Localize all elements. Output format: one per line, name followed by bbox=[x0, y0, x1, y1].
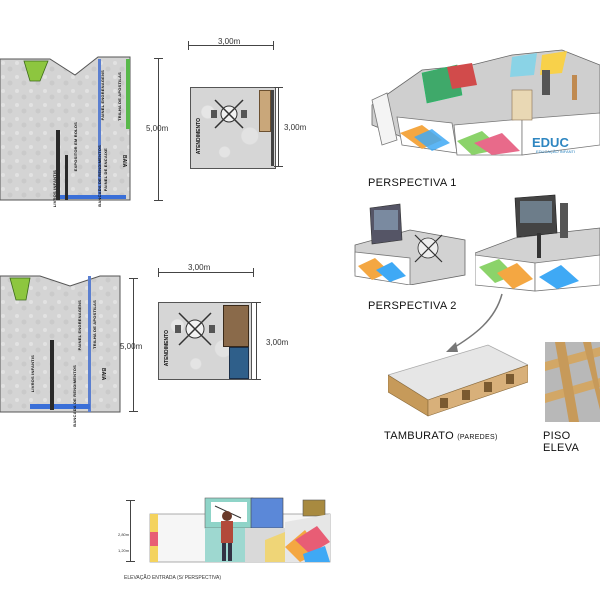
dimension-tick bbox=[129, 411, 138, 412]
label-painel-engrenagens: PAINEL ENGRENAGENS bbox=[100, 70, 105, 121]
brand-logo-text: EDUC bbox=[532, 135, 569, 150]
plan4-height-dimension: 3,00m bbox=[266, 338, 289, 347]
elevation-render bbox=[149, 497, 331, 563]
label-livros-infantis: LIVROS INFANTIS bbox=[30, 355, 35, 393]
perspective-2-caption: PERSPECTIVA 2 bbox=[368, 300, 457, 312]
plan2-label-atendimento: ATENDIMENTO bbox=[196, 118, 202, 155]
dimension-tick bbox=[158, 268, 159, 277]
tamburato-photo bbox=[388, 344, 528, 417]
dimension-line bbox=[130, 500, 131, 562]
dimension-tick bbox=[126, 500, 135, 501]
shelf-bar bbox=[56, 130, 60, 200]
dimension-tick bbox=[274, 166, 283, 167]
wall-edge bbox=[271, 90, 274, 166]
plan4-label-atendimento: ATENDIMENTO bbox=[164, 330, 170, 367]
dimension-tick bbox=[154, 58, 163, 59]
dimension-tick bbox=[253, 268, 254, 277]
plan4-room bbox=[158, 302, 252, 380]
dimension-line bbox=[158, 272, 254, 273]
dimension-tick bbox=[274, 87, 283, 88]
dimension-tick bbox=[126, 561, 135, 562]
plan2-width-dimension: 3,00m bbox=[218, 37, 241, 46]
plan4-width-dimension: 3,00m bbox=[188, 263, 211, 272]
kitchen-block bbox=[223, 305, 249, 347]
dimension-line bbox=[256, 302, 257, 380]
plan3-height-dimension: 5,00m bbox=[120, 342, 143, 351]
dimension-tick bbox=[129, 278, 138, 279]
label-painel-engrenagens: PAINEL ENGRENAGENS bbox=[77, 300, 82, 351]
plan1-height-dimension: 5,00m bbox=[146, 124, 169, 133]
elevation-caption: ELEVAÇÃO ENTRADA (S/ PERSPECTIVA) bbox=[124, 575, 222, 581]
piso-elevado-label: PISO ELEVA bbox=[543, 430, 580, 454]
label-baia: BAIA bbox=[100, 368, 106, 381]
dimension-tick bbox=[188, 41, 189, 50]
label-painel-encaixe: PAINEL DE ENCAIXE bbox=[103, 148, 108, 192]
perspective-1-caption: PERSPECTIVA 1 bbox=[368, 177, 457, 189]
label-trilha-apostilas: TRILHA DE APOSTILAS bbox=[92, 300, 97, 349]
dimension-line bbox=[158, 58, 159, 200]
elevation-dim-mid: 1,20m bbox=[118, 548, 130, 553]
dimension-line bbox=[133, 278, 134, 412]
dimension-tick bbox=[273, 41, 274, 50]
label-expositor-rolos: EXPOSITOR EM ROLOS bbox=[73, 122, 78, 172]
counter bbox=[259, 90, 271, 132]
piso-elevado-photo bbox=[545, 342, 600, 422]
floor-plan-3-outline bbox=[0, 275, 121, 413]
shelf-bar bbox=[50, 340, 54, 410]
cabinet bbox=[229, 347, 249, 379]
elevation-dim-top: 2,80m bbox=[118, 532, 130, 537]
perspective-2-render-left bbox=[354, 203, 466, 285]
plan2-room bbox=[190, 87, 276, 169]
perspective-2-render-right bbox=[475, 194, 600, 292]
dimension-line bbox=[188, 45, 274, 46]
shelf-bar bbox=[65, 155, 68, 200]
label-baia: BAIA bbox=[121, 155, 127, 168]
dimension-line bbox=[278, 87, 279, 167]
tamburato-label: TAMBURATO (PAREDES) bbox=[384, 430, 498, 442]
label-bancada: BANCADA DE RENDIMENTOS bbox=[72, 365, 77, 427]
table-chairs-icon bbox=[175, 312, 215, 346]
callout-arrow-icon bbox=[446, 293, 503, 352]
dimension-tick bbox=[154, 200, 163, 201]
brand-subtext: EDUCAÇÃO INFANTI bbox=[536, 149, 576, 154]
dimension-tick bbox=[252, 379, 261, 380]
dimension-tick bbox=[252, 302, 261, 303]
label-trilha-apostilas: TRILHA DE APOSTILAS bbox=[117, 72, 122, 121]
perspective-1-render bbox=[371, 49, 600, 156]
plan2-height-dimension: 3,00m bbox=[284, 123, 307, 132]
label-bancada: BANCADA DE RENDIMENTOS bbox=[97, 145, 102, 207]
table-chairs-icon bbox=[211, 99, 247, 129]
floor-plan-1-outline bbox=[0, 56, 131, 201]
